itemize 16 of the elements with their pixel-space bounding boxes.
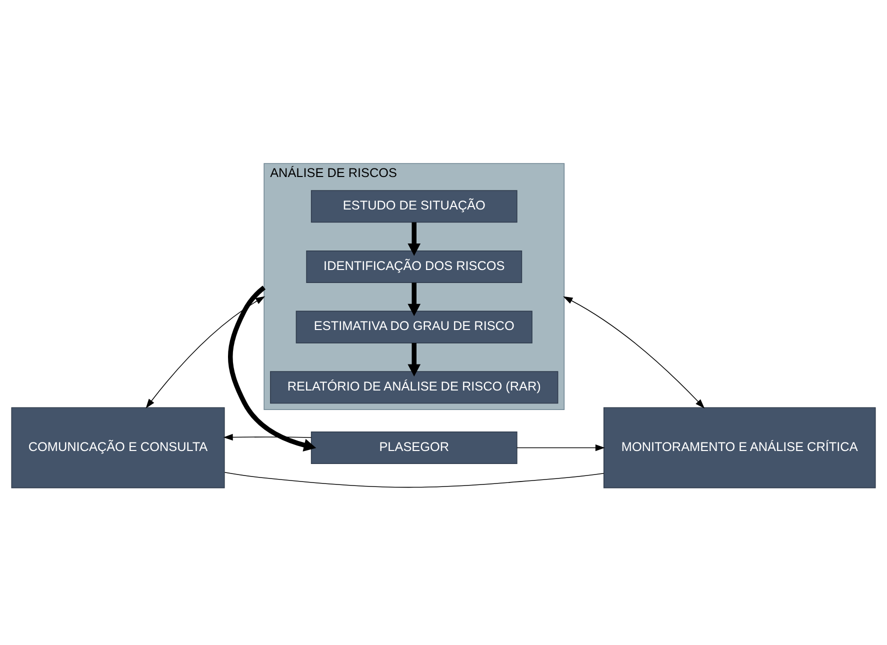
- node-box: COMUNICAÇÃO E CONSULTA: [11, 407, 225, 488]
- arrow: [563, 296, 705, 408]
- arrow: [228, 286, 316, 452]
- arrow: [223, 434, 312, 441]
- connector: [224, 472, 604, 488]
- node-box: ESTUDO DE SITUAÇÃO: [310, 190, 518, 223]
- node-box: ESTIMATIVA DO GRAU DE RISCO: [296, 310, 532, 344]
- node-box: PLASEGOR: [310, 431, 518, 464]
- arrow: [408, 222, 421, 256]
- arrow: [408, 343, 421, 376]
- arrow: [146, 296, 266, 408]
- arrow: [408, 282, 421, 316]
- node-box: IDENTIFICAÇÃO DOS RISCOS: [306, 250, 522, 283]
- arrow: [516, 444, 605, 452]
- node-box: MONITORAMENTO E ANÁLISE CRÍTICA: [603, 407, 876, 488]
- node-box: RELATÓRIO DE ANÁLISE DE RISCO (RAR): [270, 371, 558, 404]
